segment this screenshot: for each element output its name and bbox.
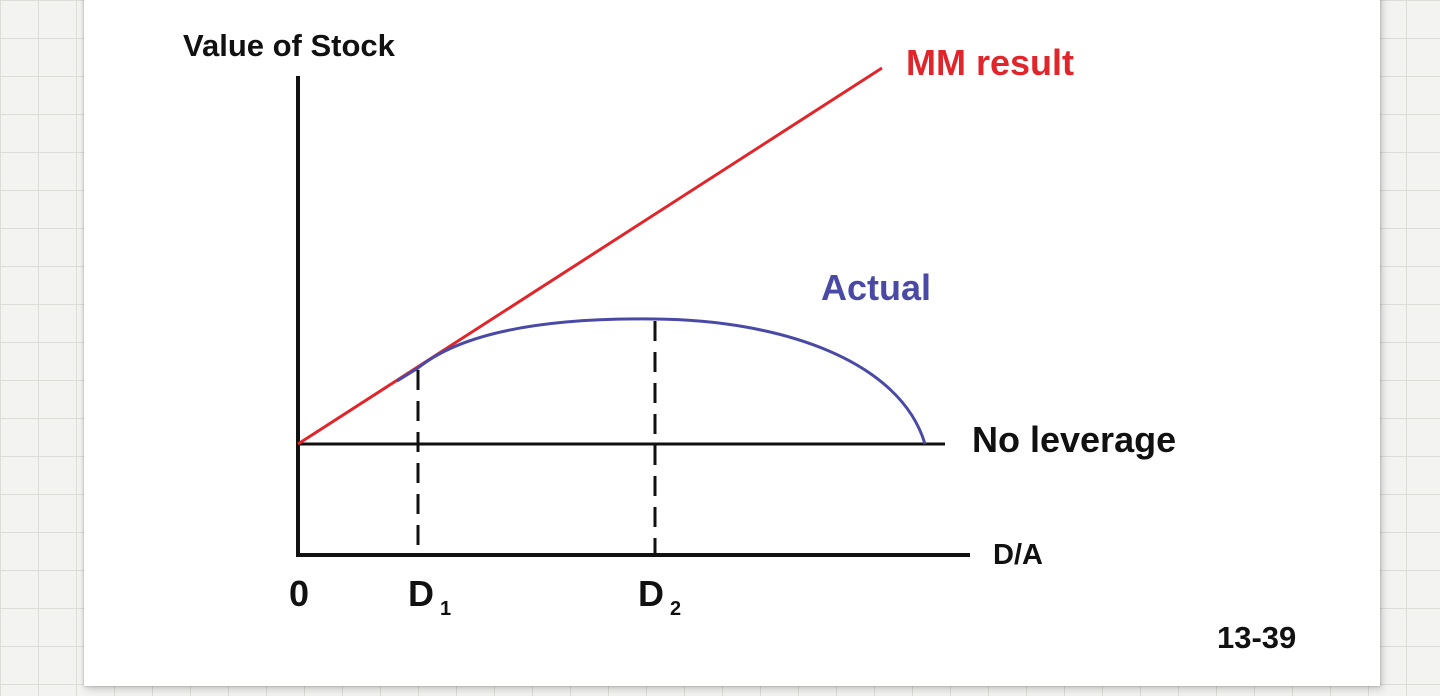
tick-d1-subscript: 1 (440, 598, 451, 620)
no-leverage-label: No leverage (972, 419, 1176, 460)
tick-label-d2: D 2 (638, 573, 681, 620)
y-axis-label: Value of Stock (183, 28, 396, 63)
actual-curve (396, 317, 927, 445)
page-number: 13-39 (1217, 620, 1296, 655)
mm-result-line (297, 66, 883, 446)
actual-label: Actual (821, 267, 931, 308)
x-axis-label: D/A (993, 539, 1043, 571)
tick-d2-main: D (638, 573, 664, 614)
tick-d1-main: D (408, 573, 434, 614)
mm-result-label: MM result (906, 42, 1074, 83)
origin-label: 0 (289, 573, 309, 614)
tick-d2-subscript: 2 (670, 598, 681, 620)
tick-label-d1: D 1 (408, 573, 451, 620)
